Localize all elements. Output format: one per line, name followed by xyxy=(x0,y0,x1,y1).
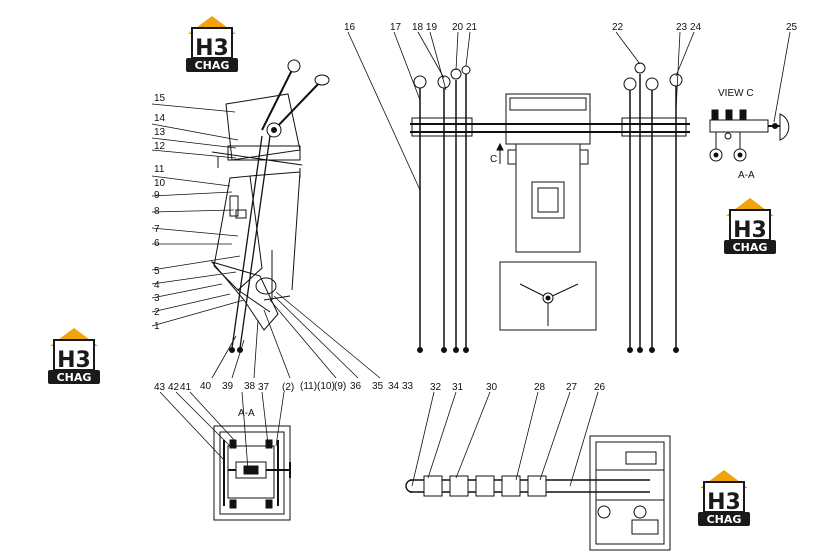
side-view-leaders xyxy=(151,103,381,379)
rod-detail-callouts: 32 31 30 28 27 26 xyxy=(430,382,606,393)
callout-3: 3 xyxy=(154,293,160,304)
callout-36: 36 xyxy=(350,381,362,392)
section-aa-callouts: 43 42 41 37 (2) xyxy=(154,382,294,393)
front-view-leaders xyxy=(347,31,791,191)
callout-5: 5 xyxy=(154,266,160,277)
callout-22: 22 xyxy=(612,22,624,33)
callout-35: 35 xyxy=(372,381,384,392)
section-aa-left-label: A-A xyxy=(238,408,255,419)
callout-41: 41 xyxy=(180,382,192,393)
callout-23: 23 xyxy=(676,22,688,33)
callout-37: 37 xyxy=(258,382,270,393)
callout-4: 4 xyxy=(154,280,160,291)
brand-logo: H3 CHAG xyxy=(723,197,777,255)
callout-40: 40 xyxy=(200,381,212,392)
logo-mark: H3 xyxy=(195,36,229,61)
callout-14: 14 xyxy=(154,113,166,124)
callout-30: 30 xyxy=(486,382,498,393)
callout-11: 11 xyxy=(154,164,165,175)
callout-43: 43 xyxy=(154,382,166,393)
callout-21: 21 xyxy=(466,22,478,33)
callout-9p: (9) xyxy=(334,381,346,392)
rod-detail xyxy=(405,435,671,551)
callout-11-10: (11)(10) xyxy=(300,381,335,392)
side-view-callouts: 15 14 13 12 11 10 9 8 7 6 5 4 3 2 1 40 3… xyxy=(154,93,414,392)
logo-sub: CHAG xyxy=(733,241,768,254)
callout-27: 27 xyxy=(566,382,578,393)
callout-10: 10 xyxy=(154,178,166,189)
front-view-assembly xyxy=(410,62,690,353)
callout-42: 42 xyxy=(168,382,180,393)
arrow-c-label: C xyxy=(490,154,497,165)
callout-2p: (2) xyxy=(282,382,294,393)
callout-1: 1 xyxy=(154,321,160,332)
callout-15: 15 xyxy=(154,93,166,104)
callout-38-top: 38 xyxy=(244,381,256,392)
callout-20: 20 xyxy=(452,22,464,33)
callout-13: 13 xyxy=(154,127,166,138)
callout-32: 32 xyxy=(430,382,442,393)
section-aa-leaders xyxy=(159,391,285,471)
brand-logo: H3 CHAG xyxy=(185,15,239,73)
logo-sub: CHAG xyxy=(707,513,742,526)
callout-12: 12 xyxy=(154,141,166,152)
view-c-detail xyxy=(709,109,790,162)
logo-mark: H3 xyxy=(733,218,767,243)
section-aa-right-label: A-A xyxy=(738,170,755,181)
callout-33: 33 xyxy=(402,381,414,392)
section-aa-detail xyxy=(213,425,291,521)
callout-8: 8 xyxy=(154,206,160,217)
callout-7: 7 xyxy=(154,224,160,235)
callout-18-19: 18 19 xyxy=(412,22,437,33)
callout-34: 34 xyxy=(388,381,400,392)
callout-6: 6 xyxy=(154,238,160,249)
callout-16: 16 xyxy=(344,22,356,33)
callout-25: 25 xyxy=(786,22,798,33)
callout-24: 24 xyxy=(690,22,702,33)
brand-logo: H3 CHAG xyxy=(47,327,101,385)
side-view-assembly xyxy=(210,59,330,353)
callout-17: 17 xyxy=(390,22,402,33)
logo-sub: CHAG xyxy=(57,371,92,384)
callout-2: 2 xyxy=(154,307,160,318)
logo-mark: H3 xyxy=(707,490,741,515)
front-view-callouts: 16 17 18 19 20 21 22 23 24 25 xyxy=(344,22,798,33)
callout-31: 31 xyxy=(452,382,464,393)
callout-39: 39 xyxy=(222,381,234,392)
logo-mark: H3 xyxy=(57,348,91,373)
view-c-label: VIEW C xyxy=(718,88,754,99)
brand-logo: H3 CHAG xyxy=(697,469,751,527)
rod-detail-leaders xyxy=(411,391,599,487)
logo-sub: CHAG xyxy=(195,59,230,72)
callout-28: 28 xyxy=(534,382,546,393)
callout-9: 9 xyxy=(154,190,160,201)
callout-26: 26 xyxy=(594,382,606,393)
